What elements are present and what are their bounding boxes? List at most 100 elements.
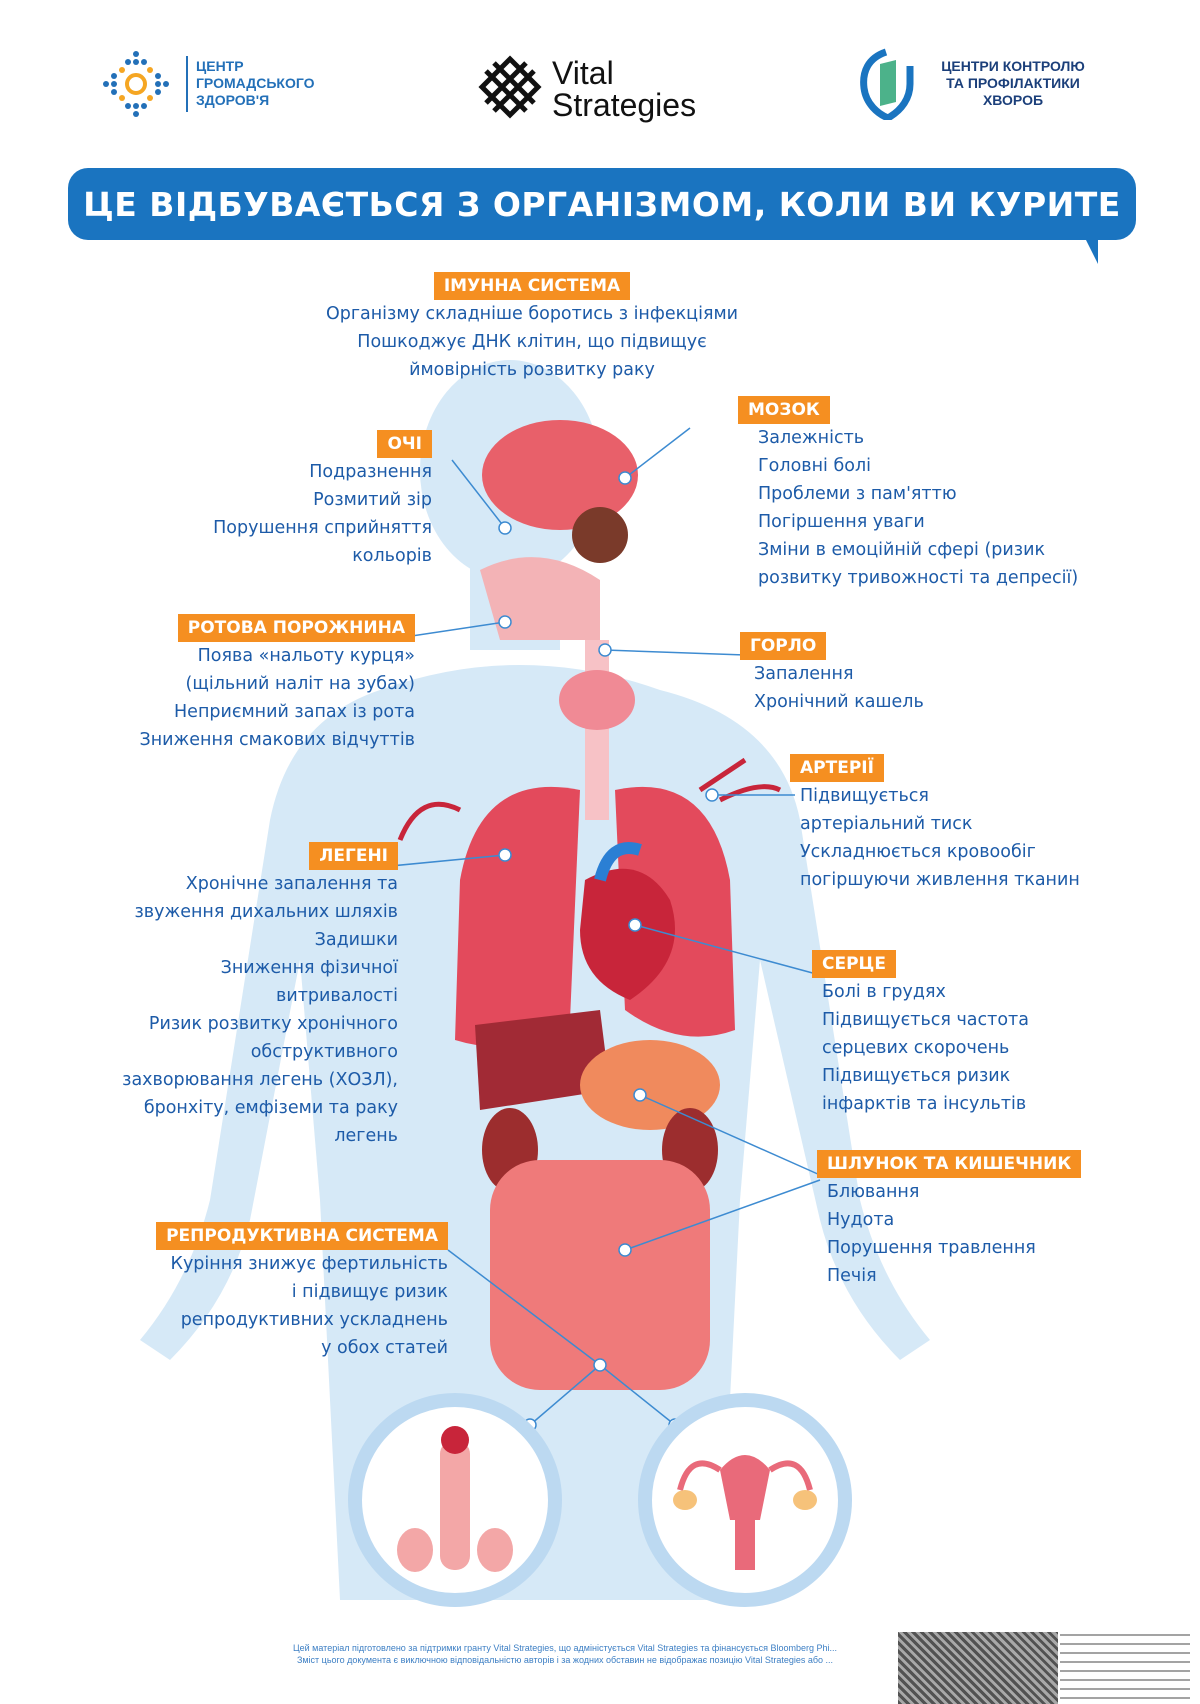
section-line: Ускладнюється кровообіг [800, 842, 1036, 862]
pointer-lines [369, 427, 821, 1432]
section-line: Поява «нальоту курця» [197, 646, 415, 666]
section-line: Пошкоджує ДНК клітин, що підвищує [357, 332, 707, 352]
phc-logo-line: ГРОМАДСЬКОГО [196, 75, 315, 91]
section-line: Куріння знижує фертильність [170, 1254, 448, 1274]
section-line: і підвищує ризик [291, 1282, 448, 1302]
brain-shape [482, 420, 638, 530]
arteries-shape [397, 757, 782, 841]
section-line: (щільний наліт на зубах) [185, 674, 415, 694]
section-label: МОЗОК [738, 396, 830, 424]
section-line: Хронічне запалення та [185, 874, 398, 894]
section-line: Подразнення [309, 462, 432, 482]
phc-logo-icon [103, 51, 169, 117]
section-line: Розмитий зір [313, 490, 432, 510]
section-line: Порушення травлення [827, 1238, 1036, 1258]
section-line: артеріальний тиск [800, 814, 973, 834]
cdc-shield-icon [860, 48, 914, 120]
male-reproductive-circle [348, 1393, 562, 1607]
section-line: розвитку тривожності та депресії) [758, 568, 1079, 588]
section-line: бронхіту, емфіземи та раку [143, 1098, 398, 1118]
vital-logo-line: Vital [552, 55, 614, 91]
qr-code-stamp [898, 1632, 1058, 1704]
section-line: звуження дихальних шляхів [134, 902, 398, 922]
section-line: Організму складніше боротись з інфекціям… [325, 304, 739, 324]
page-title: ЦЕ ВІДБУВАЄТЬСЯ З ОРГАНІЗМОМ, КОЛИ ВИ КУ… [68, 168, 1136, 240]
section-line: Підвищується ризик [822, 1066, 1011, 1086]
section-line: Залежність [758, 428, 865, 448]
section-line: Болі в грудях [822, 982, 946, 1002]
section-line: Головні болі [758, 456, 871, 476]
signature-stamp [1060, 1634, 1190, 1702]
section-label: РОТОВА ПОРОЖНИНА [177, 614, 415, 642]
section-label: ОЧІ [377, 430, 432, 458]
vital-strategies-mark-icon [478, 55, 542, 119]
footer-line: Цей матеріал підготовлено за підтримки г… [292, 1643, 838, 1653]
section-line: Печія [827, 1266, 877, 1286]
footer-line: Зміст цього документа є виключною відпов… [296, 1655, 834, 1665]
thyroid-shape [559, 670, 635, 730]
section-line: погіршуючи живлення тканин [800, 870, 1080, 890]
section-line: ймовірність розвитку раку [409, 360, 655, 380]
section-heart: СЕРЦЕ Болі в грудях Підвищується частота… [812, 950, 1029, 1118]
section-line: Проблеми з пам'яттю [758, 484, 957, 504]
phc-logo: ЦЕНТР ГРОМАДСЬКОГО ЗДОРОВ'Я [100, 48, 315, 123]
section-line: Блювання [827, 1182, 920, 1202]
section-arteries: АРТЕРІЇ Підвищується артеріальний тиск У… [790, 754, 1080, 894]
intestines-shape [490, 1160, 710, 1390]
section-label: РЕПРОДУКТИВНА СИСТЕМА [156, 1222, 448, 1250]
section-line: Підвищується [800, 786, 929, 806]
section-line: легень [334, 1126, 398, 1146]
brainstem-shape [572, 507, 628, 563]
heart-shape [580, 868, 675, 1000]
cdc-logo-line: ХВОРОБ [982, 92, 1044, 108]
section-line: репродуктивних ускладнень [180, 1310, 448, 1330]
section-line: захворювання легень (ХОЗЛ), [122, 1070, 398, 1090]
stomach-shape [580, 1040, 720, 1130]
section-label: АРТЕРІЇ [790, 754, 884, 782]
section-line: обструктивного [250, 1042, 398, 1062]
section-eyes: ОЧІ Подразнення Розмитий зір Порушення с… [213, 430, 432, 570]
section-line: Задишки [314, 930, 398, 950]
section-mouth: РОТОВА ПОРОЖНИНА Поява «нальоту курця» (… [139, 614, 415, 754]
section-line: витривалості [276, 986, 398, 1006]
vital-strategies-logo: Vital Strategies [478, 55, 718, 125]
cdc-logo-line: ЦЕНТРИ КОНТРОЛЮ [941, 58, 1085, 74]
section-line: Ризик розвитку хронічного [148, 1014, 398, 1034]
section-line: Зниження фізичної [220, 958, 398, 978]
section-line: Нудота [827, 1210, 895, 1230]
section-line: у обох статей [321, 1338, 448, 1358]
section-label: ШЛУНОК ТА КИШЕЧНИК [817, 1150, 1082, 1178]
section-immune: ІМУННА СИСТЕМА Організму складніше борот… [282, 272, 782, 384]
section-line: Підвищується частота [822, 1010, 1029, 1030]
head-profile-shape [480, 557, 600, 640]
section-line: Неприємний запах із рота [174, 702, 415, 722]
phc-logo-line: ЦЕНТР [196, 58, 244, 74]
female-reproductive-circle [638, 1393, 852, 1607]
liver-shape [475, 1010, 610, 1110]
speech-bubble-tail [1082, 232, 1098, 264]
section-label: ІМУННА СИСТЕМА [433, 272, 631, 300]
section-label: ЛЕГЕНІ [309, 842, 398, 870]
section-line: Зміни в емоційній сфері (ризик [758, 540, 1046, 560]
organs [397, 420, 782, 1390]
section-brain: МОЗОК Залежність Головні болі Проблеми з… [738, 396, 1078, 592]
left-lung-shape [455, 786, 580, 1047]
section-line: Погіршення уваги [758, 512, 925, 532]
section-label: ГОРЛО [740, 632, 827, 660]
section-line: Хронічний кашель [754, 692, 924, 712]
cdc-logo-line: ТА ПРОФІЛАКТИКИ [946, 75, 1080, 91]
section-line: Запалення [754, 664, 854, 684]
section-throat: ГОРЛО Запалення Хронічний кашель [740, 632, 924, 716]
section-line: кольорів [352, 546, 432, 566]
section-line: Зниження смакових відчуттів [139, 730, 415, 750]
section-line: Порушення сприйняття [213, 518, 432, 538]
phc-logo-line: ЗДОРОВ'Я [196, 92, 270, 108]
cdc-logo: ЦЕНТРИ КОНТРОЛЮ ТА ПРОФІЛАКТИКИ ХВОРОБ [858, 48, 1108, 123]
section-line: інфарктів та інсультів [822, 1094, 1027, 1114]
footer-disclaimer: Цей матеріал підготовлено за підтримки г… [250, 1642, 880, 1666]
section-line: серцевих скорочень [822, 1038, 1010, 1058]
section-reproductive: РЕПРОДУКТИВНА СИСТЕМА Куріння знижує фер… [156, 1222, 448, 1362]
aorta-shape [594, 842, 642, 882]
section-stomach: ШЛУНОК ТА КИШЕЧНИК Блювання Нудота Поруш… [817, 1150, 1082, 1290]
